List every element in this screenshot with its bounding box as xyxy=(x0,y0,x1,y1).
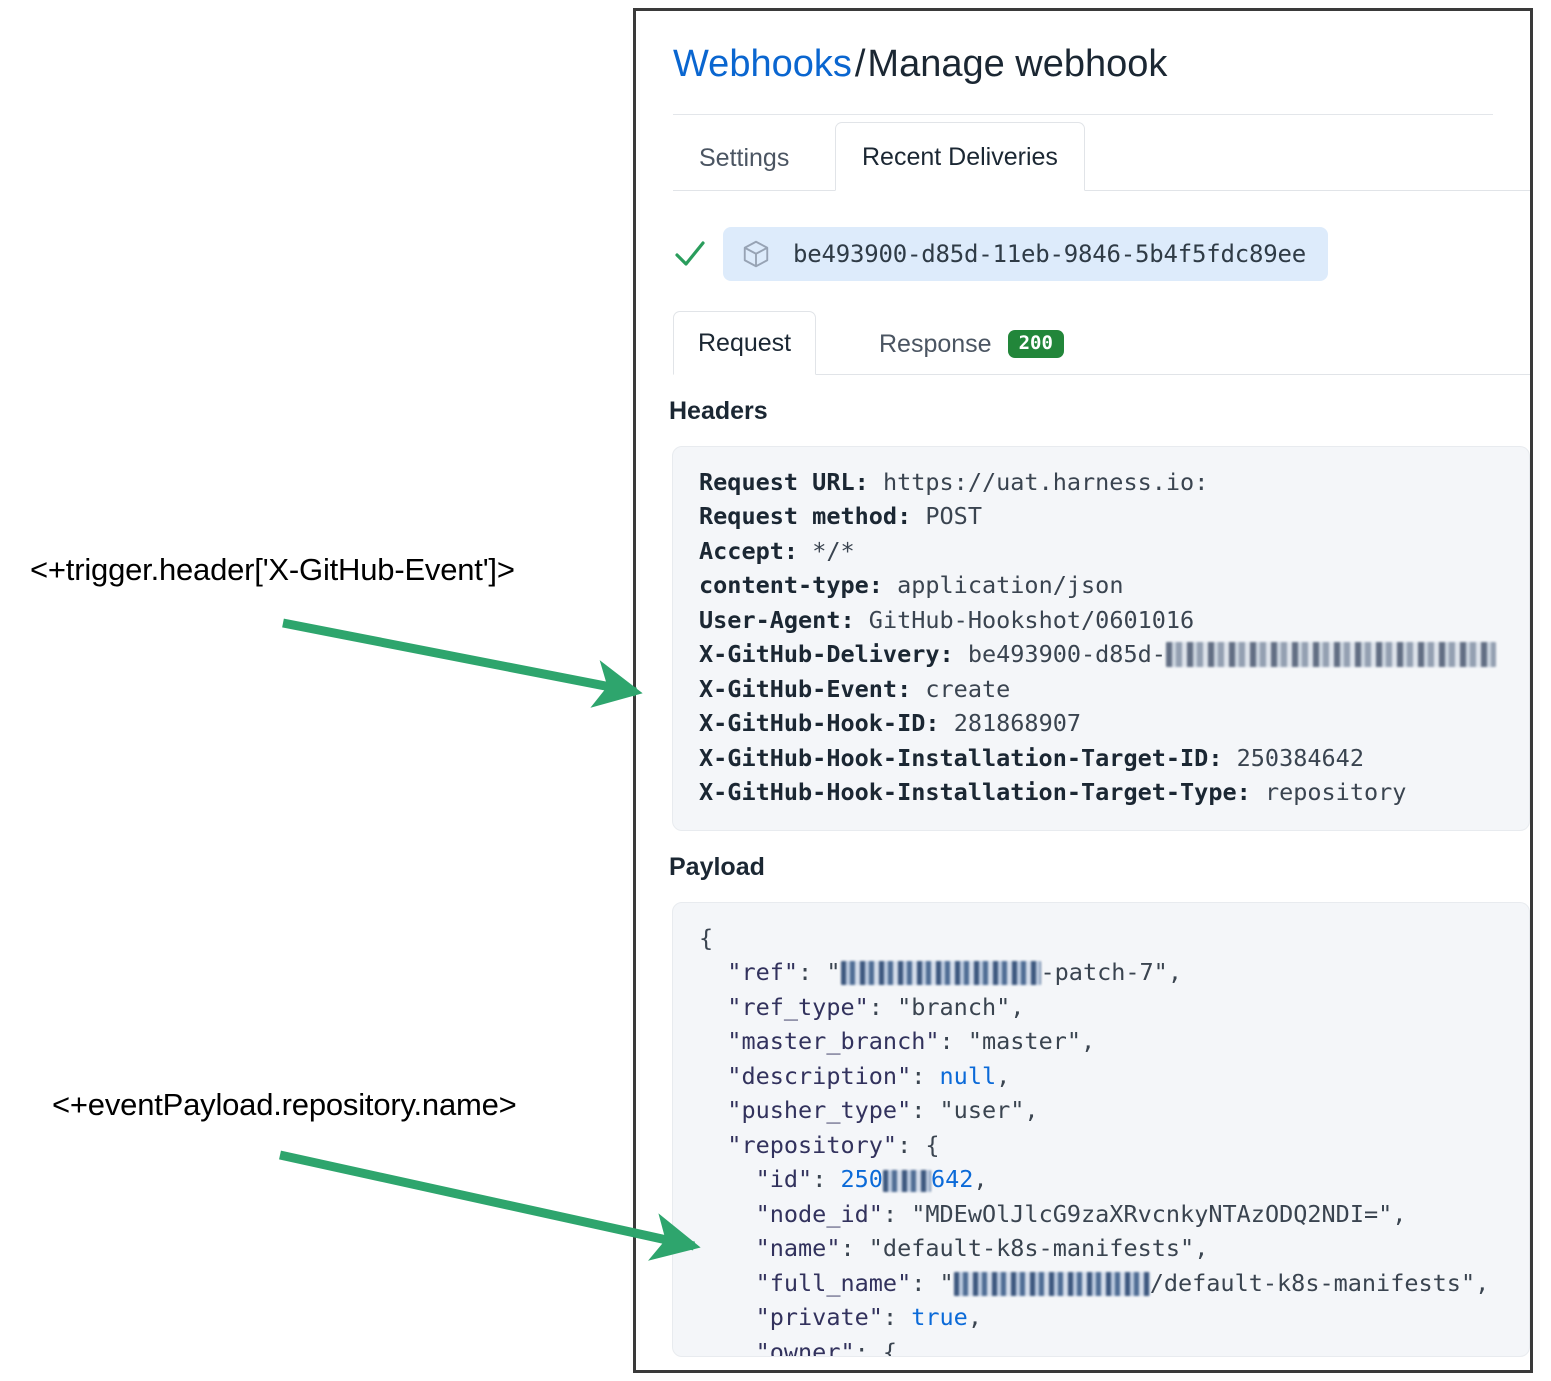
header-value: create xyxy=(925,674,1011,703)
delivery-row[interactable]: be493900-d85d-11eb-9846-5b4f5fdc89ee xyxy=(673,226,1530,281)
delivery-id-chip[interactable]: be493900-d85d-11eb-9846-5b4f5fdc89ee xyxy=(723,226,1328,281)
header-key: X-GitHub-Hook-Installation-Target-Type: xyxy=(699,778,1251,806)
headers-code-box: Request URL: https://uat.harness.io: Req… xyxy=(672,445,1530,831)
header-value: GitHub-Hookshot/0601016 xyxy=(868,605,1195,634)
header-line: Request method: POST xyxy=(699,499,1509,534)
payload-line: "master_branch": "master", xyxy=(727,1027,1096,1055)
tabstrip-baseline xyxy=(673,189,1530,191)
subtabstrip-baseline xyxy=(673,373,1530,375)
header-line: X-GitHub-Hook-Installation-Target-Type: … xyxy=(699,775,1509,810)
header-key: X-GitHub-Hook-Installation-Target-ID: xyxy=(699,743,1223,772)
tab-request[interactable]: Request xyxy=(673,310,817,375)
payload-line: "name": "default-k8s-manifests", xyxy=(755,1234,1209,1262)
tab-settings[interactable]: Settings xyxy=(699,143,790,172)
annotation-arrow-trigger-header xyxy=(282,618,643,708)
header-value: be493900-d85d- xyxy=(967,640,1166,668)
header-divider xyxy=(673,113,1493,115)
header-value: application/json xyxy=(897,571,1124,599)
header-key: Request method: xyxy=(699,502,912,530)
header-line: Request URL: https://uat.harness.io: xyxy=(699,465,1509,500)
payload-line: "owner": { xyxy=(755,1337,898,1357)
payload-line: "pusher_type": "user", xyxy=(727,1096,1039,1124)
annotation-arrow-event-payload xyxy=(279,1150,701,1261)
webhook-page-panel: Webhooks/Manage webhook Settings Recent … xyxy=(633,8,1533,1373)
redacted-username xyxy=(840,961,1041,985)
header-value: 250384642 xyxy=(1236,743,1364,772)
payload-line: "ref": "-patch-7", xyxy=(727,958,1182,986)
header-key: Accept: xyxy=(699,536,799,565)
panel-content: Webhooks/Manage webhook Settings Recent … xyxy=(636,11,1530,1370)
check-icon xyxy=(673,237,707,271)
request-response-tabstrip: Request Response 200 xyxy=(673,303,1530,375)
redacted-repo-id xyxy=(882,1170,931,1192)
annotation-label-trigger-header: <+trigger.header['X-GitHub-Event']> xyxy=(30,552,515,587)
payload-line: "full_name": "/default-k8s-manifests", xyxy=(755,1268,1490,1297)
payload-line: { xyxy=(699,923,714,952)
headers-section-title: Headers xyxy=(669,396,768,425)
header-value: */* xyxy=(812,536,855,565)
header-key: User-Agent: xyxy=(699,605,855,634)
tab-request-label: Request xyxy=(698,328,792,357)
breadcrumb-link-webhooks[interactable]: Webhooks xyxy=(673,43,852,85)
header-key: X-GitHub-Hook-ID: xyxy=(699,709,940,737)
header-key: Request URL: xyxy=(699,467,869,496)
breadcrumb: Webhooks/Manage webhook xyxy=(636,11,1530,89)
header-line: X-GitHub-Delivery: be493900-d85d- xyxy=(699,637,1509,672)
breadcrumb-separator: / xyxy=(854,43,866,85)
redacted-delivery-suffix xyxy=(1165,642,1496,667)
payload-line: "description": null, xyxy=(727,1061,1011,1090)
header-value: https://uat.harness.io: xyxy=(882,467,1209,496)
breadcrumb-current-page: Manage webhook xyxy=(867,43,1168,85)
delivery-guid: be493900-d85d-11eb-9846-5b4f5fdc89ee xyxy=(793,239,1306,268)
header-key: X-GitHub-Event: xyxy=(699,674,912,703)
tab-recent-deliveries[interactable]: Recent Deliveries xyxy=(835,121,1085,191)
header-line: Accept: */* xyxy=(699,534,1509,569)
tab-response-label: Response xyxy=(879,329,992,358)
status-badge: 200 xyxy=(1007,330,1064,358)
header-line: User-Agent: GitHub-Hookshot/0601016 xyxy=(699,603,1509,638)
header-line: X-GitHub-Hook-Installation-Target-ID: 25… xyxy=(699,741,1509,776)
header-key: X-GitHub-Delivery: xyxy=(699,640,954,668)
payload-section-title: Payload xyxy=(669,852,765,881)
header-value: 281868907 xyxy=(953,709,1082,737)
payload-line: "repository": { xyxy=(727,1130,940,1159)
header-line: X-GitHub-Event: create xyxy=(699,672,1509,707)
cube-icon xyxy=(741,239,771,269)
header-line: X-GitHub-Hook-ID: 281868907 xyxy=(699,706,1509,741)
payload-line: "private": true, xyxy=(755,1303,982,1331)
payload-code-box: { "ref": "-patch-7", "ref_type": "branch… xyxy=(672,901,1530,1357)
payload-line: "node_id": "MDEwOlJlcG9zaXRvcnkyNTAzODQ2… xyxy=(755,1199,1407,1228)
tab-response[interactable]: Response 200 xyxy=(855,313,1088,375)
header-value: POST xyxy=(925,502,982,530)
header-key: content-type: xyxy=(699,571,883,599)
redacted-owner-name xyxy=(953,1271,1150,1296)
header-value: repository xyxy=(1264,778,1407,806)
header-line: content-type: application/json xyxy=(699,568,1509,603)
primary-tabstrip: Settings Recent Deliveries xyxy=(673,115,1530,191)
payload-line: "ref_type": "branch", xyxy=(727,992,1025,1021)
annotation-label-event-payload: <+eventPayload.repository.name> xyxy=(52,1087,517,1122)
